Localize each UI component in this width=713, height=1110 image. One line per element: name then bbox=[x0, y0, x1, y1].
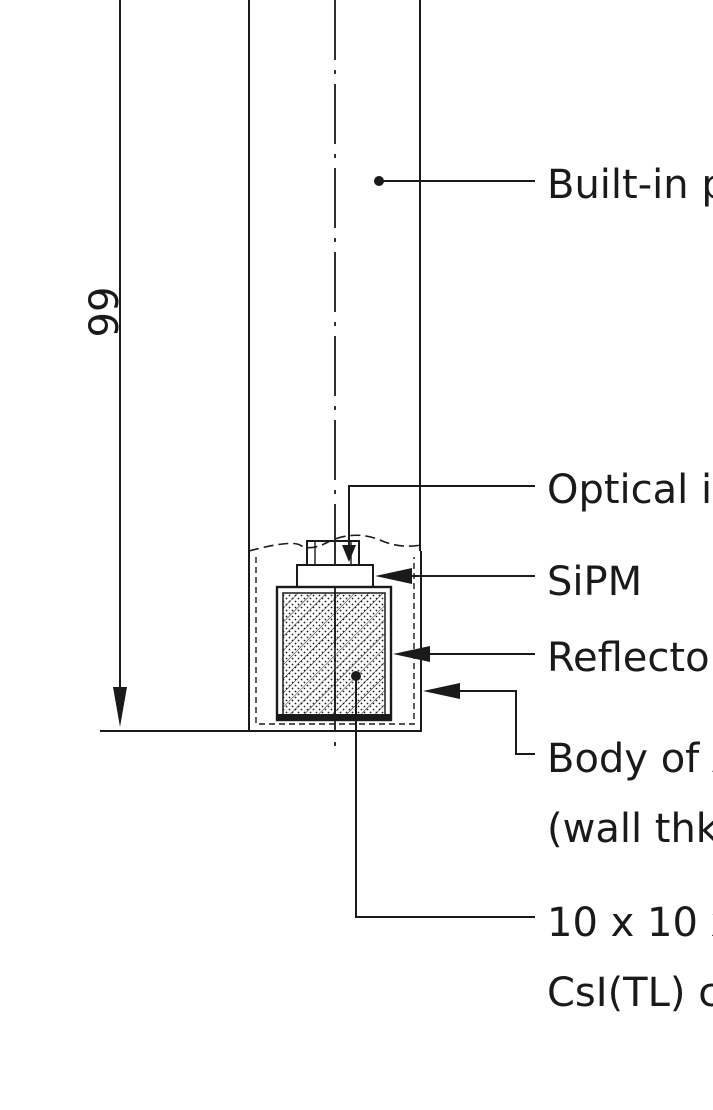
label-reflector: Reflector bbox=[547, 635, 713, 681]
housing-inner-dashed bbox=[255, 557, 415, 725]
leader-body bbox=[440, 690, 535, 755]
leader-crystal bbox=[355, 676, 535, 918]
dimension-value: 99 bbox=[82, 287, 128, 338]
label-built-in: Built-in p bbox=[547, 162, 713, 208]
label-body-line2: (wall thk' bbox=[547, 806, 713, 852]
label-crystal-line2: CsI(TL) cry bbox=[547, 970, 713, 1016]
label-sipm: SiPM bbox=[547, 559, 642, 605]
label-crystal-line1: 10 x 10 x bbox=[547, 900, 713, 946]
leader-optical bbox=[348, 485, 535, 560]
label-optical-interface: Optical in bbox=[547, 467, 713, 513]
dimension-arrow-head bbox=[113, 687, 127, 727]
reflector-bottom bbox=[277, 714, 391, 721]
housing-body bbox=[248, 551, 422, 732]
sipm-block bbox=[296, 564, 374, 588]
label-body-line1: Body of A bbox=[547, 736, 713, 782]
